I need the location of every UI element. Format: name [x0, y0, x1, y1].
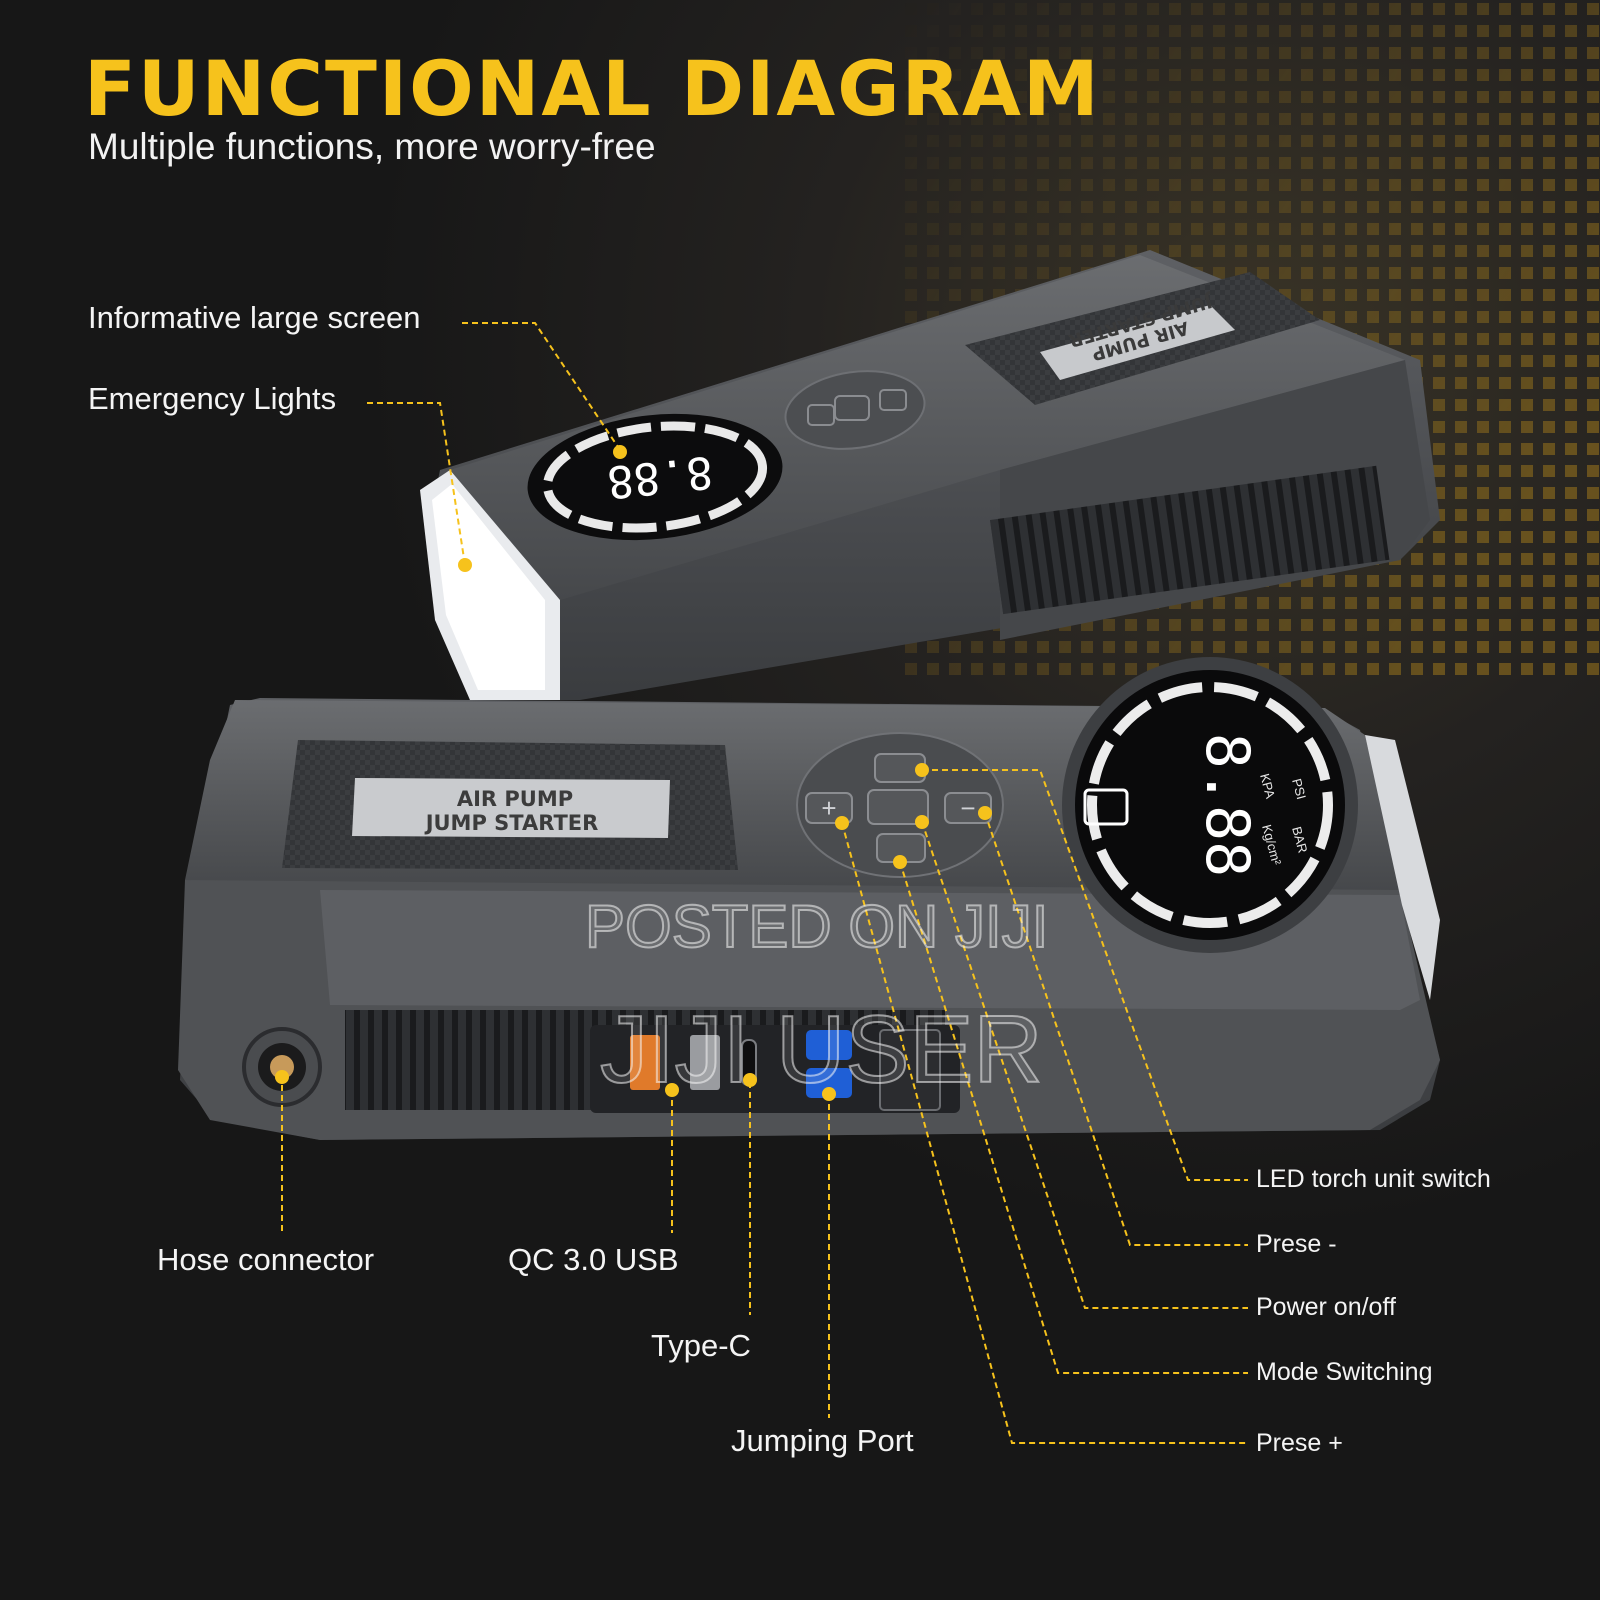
label-mode: Mode Switching	[1256, 1358, 1433, 1386]
upper-device: 8.88 AIR PUMP JUMP STARTER	[420, 250, 1440, 700]
leader-mode	[899, 861, 1248, 1374]
label-jumping: Jumping Port	[731, 1423, 914, 1458]
svg-text:+: +	[821, 793, 836, 823]
callout-dots	[275, 445, 992, 1101]
label-qc-usb: QC 3.0 USB	[508, 1242, 679, 1277]
lower-badge-line2: JUMP STARTER	[424, 811, 599, 835]
label-prese-minus: Prese -	[1256, 1230, 1337, 1258]
leader-screen	[462, 322, 621, 451]
unit-kpa: KPA	[1257, 772, 1278, 800]
mode-button[interactable]	[867, 789, 929, 825]
usb-port[interactable]	[690, 1035, 720, 1090]
leader-lines	[281, 322, 1248, 1444]
leader-prese-plus	[841, 822, 1248, 1444]
label-hose: Hose connector	[157, 1242, 375, 1277]
label-prese-plus: Prese +	[1256, 1429, 1343, 1457]
qc-usb-port[interactable]	[630, 1035, 660, 1090]
svg-text:−: −	[960, 793, 975, 823]
label-type-c: Type-C	[651, 1328, 751, 1363]
watermark-posted: POSTED ON JIJI	[584, 892, 1049, 961]
leader-prese-minus	[984, 812, 1248, 1246]
jumping-port-upper[interactable]	[806, 1030, 852, 1060]
leader-lights	[367, 402, 466, 566]
page-title: FUNCTIONAL DIAGRAM	[84, 44, 1101, 133]
plus-button[interactable]	[805, 792, 853, 824]
label-power: Power on/off	[1256, 1293, 1396, 1321]
lower-badge-line1: AIR PUMP	[457, 787, 573, 811]
jumping-port-lower[interactable]	[806, 1068, 852, 1098]
leader-power	[921, 821, 1248, 1309]
display-digits: 8.88	[1192, 733, 1262, 878]
page-subtitle: Multiple functions, more worry-free	[88, 126, 656, 167]
lower-device: AIR PUMP JUMP STARTER + − 8.88 PSI KPA B…	[178, 657, 1440, 1140]
label-lights: Emergency Lights	[88, 381, 337, 416]
unit-bar: BAR	[1289, 825, 1310, 855]
watermark-user: JIJI USER	[599, 995, 1044, 1104]
label-screen: Informative large screen	[88, 300, 421, 335]
unit-psi: PSI	[1289, 777, 1309, 801]
label-led-switch: LED torch unit switch	[1256, 1165, 1491, 1193]
leader-led-switch	[922, 769, 1248, 1181]
